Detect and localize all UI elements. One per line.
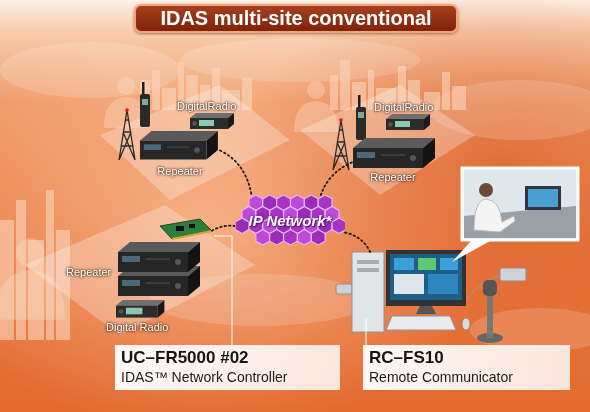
mobile-radio bbox=[190, 113, 234, 129]
model-number: RC–FS10 bbox=[369, 348, 444, 368]
handheld-radio bbox=[140, 82, 150, 127]
building bbox=[152, 70, 160, 110]
monitor-screen bbox=[390, 254, 462, 300]
screen-tile bbox=[418, 258, 436, 270]
photo-inset bbox=[462, 168, 578, 240]
screen-tile bbox=[394, 258, 414, 270]
device-cable bbox=[466, 276, 500, 300]
mobile-radio bbox=[386, 114, 430, 130]
device-label: Repeater bbox=[370, 171, 415, 184]
leader-line bbox=[366, 318, 367, 345]
photo-monitor bbox=[525, 186, 561, 210]
label-panel: RC–FS10Remote Communicator bbox=[363, 345, 570, 390]
repeater-unit bbox=[118, 242, 200, 272]
device-label: Repeater bbox=[157, 165, 202, 178]
building bbox=[452, 86, 466, 110]
site-panel bbox=[100, 85, 290, 200]
handheld-radio bbox=[356, 95, 366, 140]
monitor-bezel bbox=[386, 250, 466, 306]
hexagon bbox=[256, 230, 270, 245]
device-label-node: Digital Radio bbox=[104, 320, 170, 335]
dotted-link bbox=[212, 226, 235, 231]
mic-head bbox=[483, 280, 497, 296]
city-skyline bbox=[0, 60, 466, 340]
title-text: IDAS multi-site conventional bbox=[160, 7, 431, 30]
screen-tile bbox=[428, 274, 458, 294]
dotted-link bbox=[345, 233, 370, 253]
radio-tower bbox=[119, 108, 135, 160]
pc-drive bbox=[357, 260, 379, 264]
photo-person-body bbox=[474, 199, 515, 232]
hexagon bbox=[270, 230, 284, 245]
speaker-device bbox=[336, 284, 352, 294]
hexagon bbox=[332, 218, 345, 233]
model-description: Remote Communicator bbox=[369, 368, 513, 386]
pc-tower bbox=[352, 252, 384, 332]
pc-station bbox=[336, 250, 526, 343]
mouse bbox=[462, 318, 470, 330]
callout-pointer bbox=[452, 240, 492, 262]
hexagon bbox=[284, 230, 298, 245]
hexagon bbox=[311, 230, 325, 245]
device-label: Repeater bbox=[66, 266, 111, 279]
device-label: DigitalRadio bbox=[177, 100, 236, 113]
photo-person-head bbox=[479, 183, 493, 197]
device-label-node: DigitalRadio bbox=[175, 99, 238, 114]
device-label-node: DigitalRadio bbox=[372, 100, 435, 115]
board-chip bbox=[176, 226, 184, 231]
hexagon bbox=[235, 218, 249, 233]
model-description: IDAS™ Network Controller bbox=[121, 368, 288, 386]
screen-tile bbox=[394, 274, 424, 294]
radio-tower bbox=[333, 118, 349, 170]
product-label-box: UC–FR5000 #02IDAS™ Network Controller bbox=[115, 345, 340, 390]
ip-network-cloud: IP Network* bbox=[235, 195, 345, 245]
clouds bbox=[0, 38, 590, 352]
photo-screen bbox=[528, 189, 558, 207]
repeater-unit bbox=[353, 138, 435, 168]
model-number: UC–FR5000 #02 bbox=[121, 348, 249, 368]
device-label: Digital Radio bbox=[106, 321, 168, 334]
repeater-site: Repeater bbox=[62, 218, 212, 302]
title-banner: IDAS multi-site conventional bbox=[134, 4, 458, 33]
remote-communicator-station: RC–FS10Remote Communicator bbox=[348, 252, 570, 394]
site-panel bbox=[25, 205, 255, 335]
repeater-unit bbox=[140, 131, 218, 160]
right-device bbox=[500, 268, 526, 281]
hexagon bbox=[297, 230, 311, 245]
building bbox=[330, 75, 338, 110]
board-contacts bbox=[172, 231, 212, 239]
repeater-site: Repeater bbox=[140, 128, 220, 178]
leader-line bbox=[214, 236, 232, 345]
building bbox=[442, 72, 450, 110]
mobile-radio bbox=[116, 300, 164, 318]
repeater-site: Repeater bbox=[352, 136, 434, 184]
building bbox=[340, 60, 350, 110]
device-label: DigitalRadio bbox=[374, 101, 433, 114]
network-controller-board bbox=[160, 219, 212, 239]
site-panels bbox=[25, 85, 475, 335]
mic-stem bbox=[487, 292, 493, 338]
network-label: IP Network* bbox=[249, 212, 332, 229]
dotted-link bbox=[220, 151, 252, 196]
board-chip bbox=[189, 224, 195, 228]
keyboard bbox=[386, 316, 456, 330]
board-pcb bbox=[160, 219, 212, 239]
dotted-link bbox=[321, 162, 352, 195]
site-panel bbox=[300, 85, 475, 195]
pc-drive bbox=[357, 268, 379, 272]
photo-frame bbox=[462, 168, 578, 240]
monitor-stand bbox=[416, 306, 436, 314]
